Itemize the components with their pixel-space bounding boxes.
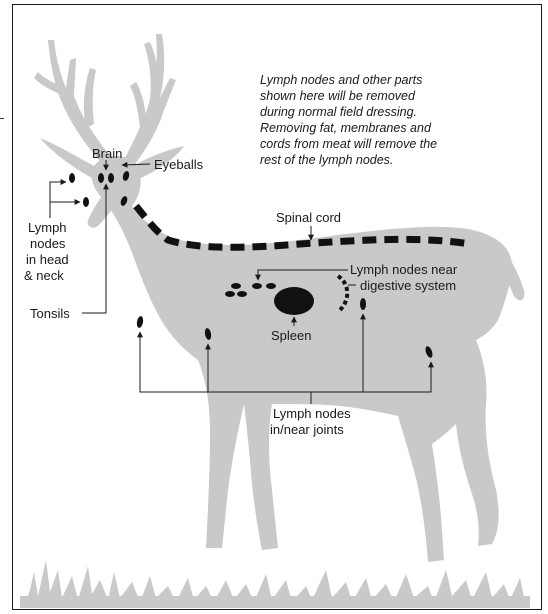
- spleen-label: Spleen: [271, 328, 311, 343]
- eyeballs-label: Eyeballs: [154, 157, 204, 172]
- right-antler-tine-2: [130, 82, 146, 128]
- digestive-label: Lymph nodes near digestive system: [350, 262, 458, 293]
- head-lymph-node-1: [69, 173, 75, 183]
- joint-node-hind-left: [360, 298, 366, 310]
- note-line-4: Removing fat, membranes and: [260, 121, 432, 135]
- note-line-1: Lymph nodes and other parts: [260, 73, 422, 87]
- joint-node-foreleg-left: [136, 316, 144, 329]
- head-lymph-node-2: [83, 197, 89, 207]
- spleen: [274, 287, 314, 315]
- head-neck-label-4: & neck: [24, 268, 64, 283]
- digestive-node-2: [225, 291, 235, 297]
- digestive-label-1: Lymph nodes near: [350, 262, 458, 277]
- digestive-node-4: [252, 283, 262, 289]
- digestive-node-5: [266, 283, 276, 289]
- note-line-5: cords from meat will remove the: [260, 137, 437, 151]
- note-line-2: shown here will be removed: [260, 89, 416, 103]
- digestive-node-3: [237, 291, 247, 297]
- right-antler-tine: [144, 42, 159, 100]
- tonsils-label: Tonsils: [30, 306, 70, 321]
- brain-label: Brain: [92, 146, 122, 161]
- left-antler-tine-2: [84, 68, 96, 128]
- brain-node-1: [98, 173, 104, 183]
- head-neck-label: Lymph nodes in head & neck: [24, 220, 69, 283]
- head-neck-label-2: nodes: [30, 236, 66, 251]
- note-line-6: rest of the lymph nodes.: [260, 153, 393, 167]
- brain-node-2: [108, 173, 114, 183]
- head-neck-label-3: in head: [26, 252, 69, 267]
- digestive-node-1: [231, 283, 241, 289]
- spinal-cord-label: Spinal cord: [276, 210, 341, 225]
- note-block: Lymph nodes and other parts shown here w…: [260, 73, 437, 167]
- ground: [20, 596, 530, 608]
- head-neck-bracket: [50, 182, 66, 218]
- joints-label: Lymph nodes in/near joints: [270, 406, 351, 437]
- joints-label-1: Lymph nodes: [273, 406, 351, 421]
- head-neck-label-1: Lymph: [28, 220, 67, 235]
- note-line-3: during normal field dressing.: [260, 105, 417, 119]
- digestive-label-2: digestive system: [360, 278, 456, 293]
- joints-label-2: in/near joints: [270, 422, 344, 437]
- grass: [20, 560, 530, 608]
